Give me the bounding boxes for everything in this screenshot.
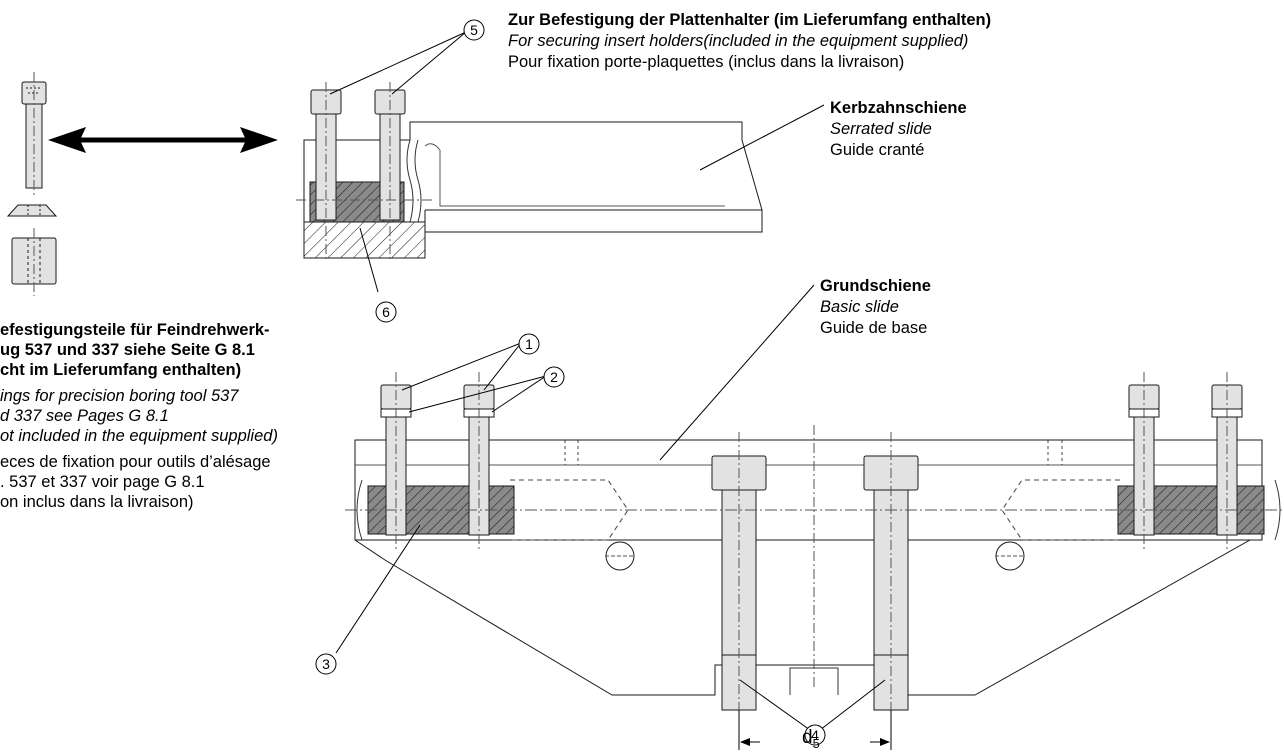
callout-3: 3 bbox=[322, 656, 330, 672]
top-caption-en: For securing insert holders(included in … bbox=[508, 32, 969, 50]
leader-lines bbox=[329, 31, 886, 731]
loose-bushing bbox=[11, 228, 57, 296]
basic-slide-fr: Guide de base bbox=[820, 319, 928, 337]
callout-6: 6 bbox=[382, 304, 390, 320]
dimension-base: d bbox=[802, 727, 813, 748]
left-caption-en-3: ot included in the equipment supplied) bbox=[0, 427, 278, 445]
basic-slide-de: Grundschiene bbox=[820, 277, 931, 295]
basic-slide-drawing bbox=[345, 372, 1284, 725]
left-caption-de-1: efestigungsteile für Feindrehwerk- bbox=[0, 321, 270, 339]
left-caption-en-2: d 337 see Pages G 8.1 bbox=[0, 407, 169, 425]
callout-circles bbox=[315, 19, 826, 746]
double-arrow bbox=[48, 127, 278, 153]
callout-1: 1 bbox=[525, 336, 533, 352]
callout-5: 5 bbox=[470, 22, 478, 38]
left-caption-de-2: ug 537 und 337 siehe Seite G 8.1 bbox=[0, 341, 255, 359]
left-caption-en-1: ings for precision boring tool 537 bbox=[0, 387, 239, 405]
dimension-d5 bbox=[738, 710, 892, 750]
left-caption-fr-2: . 537 et 337 voir page G 8.1 bbox=[0, 473, 205, 491]
left-caption-fr-3: on inclus dans la livraison) bbox=[0, 493, 194, 511]
loose-screw bbox=[21, 72, 47, 195]
basic-slide-en: Basic slide bbox=[820, 298, 899, 316]
top-caption-fr: Pour fixation porte-plaquettes (inclus d… bbox=[508, 53, 905, 71]
left-caption-fr-1: eces de fixation pour outils d’alésage bbox=[0, 453, 271, 471]
callout-2: 2 bbox=[550, 369, 558, 385]
serrated-slide-fr: Guide cranté bbox=[830, 141, 925, 159]
top-caption-de: Zur Befestigung der Plattenhalter (im Li… bbox=[508, 11, 992, 29]
callout-4: 4 bbox=[811, 727, 819, 743]
serrated-slide-drawing bbox=[296, 82, 763, 262]
loose-washer bbox=[6, 204, 58, 217]
serrated-slide-en: Serrated slide bbox=[830, 120, 932, 138]
serrated-slide-de: Kerbzahnschiene bbox=[830, 99, 967, 117]
left-caption-de-3: cht im Lieferumfang enthalten) bbox=[0, 361, 242, 379]
dimension-label: d5 bbox=[802, 728, 820, 754]
dimension-subscript: 5 bbox=[812, 735, 820, 751]
